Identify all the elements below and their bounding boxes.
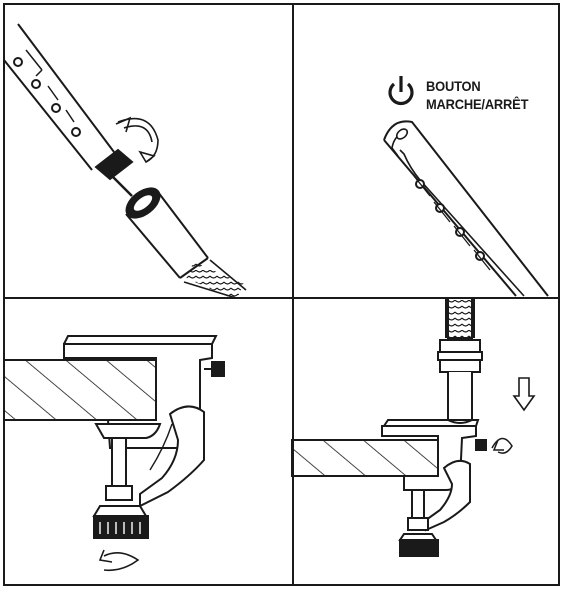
panel-assemble-neck <box>3 23 247 301</box>
clamp-screw <box>92 437 149 539</box>
table-top <box>3 359 157 421</box>
table-top <box>291 439 439 477</box>
light-head-tube <box>3 23 134 197</box>
lamp-neck-bottom <box>437 297 483 424</box>
clamp-body <box>63 335 225 508</box>
panel-clamp-attach <box>3 335 225 572</box>
rotate-arrow-icon <box>491 437 513 454</box>
panel-power-switch <box>383 76 549 297</box>
clamp-body <box>381 419 487 532</box>
power-button-label-line1: BOUTON <box>426 78 481 94</box>
lamp-head <box>383 120 549 297</box>
rotate-arrow-icon <box>115 116 159 164</box>
down-arrow-icon <box>512 377 536 412</box>
clamp-screw <box>398 489 439 557</box>
rotate-arrow-icon <box>98 549 140 572</box>
gooseneck-connector <box>125 187 247 301</box>
panel-insert-lamp <box>291 297 536 557</box>
power-button-label-line2: MARCHE/ARRÊT <box>426 96 529 112</box>
power-icon <box>388 76 414 106</box>
